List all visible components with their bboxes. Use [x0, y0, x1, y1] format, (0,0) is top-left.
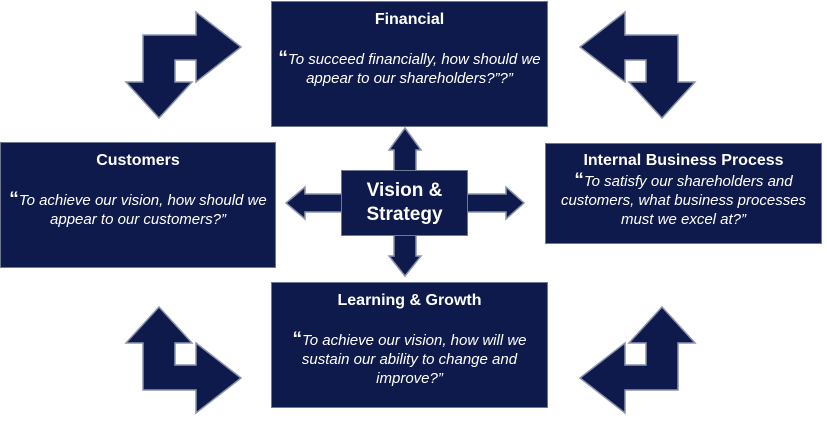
learning-question: “To achieve our vision, how will we sust…: [272, 330, 547, 388]
internal-title: Internal Business Process: [583, 152, 784, 169]
learning-question-text: To achieve our vision, how will we susta…: [301, 332, 527, 387]
vision-label-line2: Strategy: [366, 204, 443, 225]
customers-title: Customers: [96, 152, 180, 169]
financial-quote-mark: “: [278, 48, 288, 69]
center-arrow-right: [465, 185, 526, 221]
vision-strategy-box: Vision & Strategy: [341, 170, 468, 236]
bent-arrow-top-left: [124, 10, 243, 120]
internal-quote-mark: “: [574, 170, 584, 191]
bent-arrow-bottom-right: [578, 305, 697, 415]
financial-question-text: To succeed financially, how should we ap…: [287, 51, 541, 87]
internal-business-process-box: Internal Business Process “To satisfy ou…: [545, 143, 822, 244]
financial-box: Financial “To succeed financially, how s…: [271, 1, 548, 127]
center-arrow-left: [284, 185, 344, 221]
learning-quote-mark: “: [292, 329, 302, 350]
internal-question: “To satisfy our shareholders and custome…: [546, 171, 821, 229]
learning-growth-box: Learning & Growth “To achieve our vision…: [271, 282, 548, 408]
financial-title: Financial: [374, 11, 445, 28]
financial-question: “To succeed financially, how should we a…: [272, 49, 547, 88]
bent-arrow-bottom-left: [124, 305, 243, 415]
bent-arrow-top-right: [578, 10, 697, 120]
vision-label-line1: Vision &: [366, 180, 443, 201]
customers-box: Customers “To achieve our vision, how sh…: [0, 142, 276, 268]
center-arrow-up: [387, 126, 423, 173]
learning-title: Learning & Growth: [337, 292, 482, 309]
customers-question: “To achieve our vision, how should we ap…: [1, 190, 275, 229]
customers-quote-mark: “: [9, 189, 19, 210]
customers-question-text: To achieve our vision, how should we app…: [18, 192, 267, 228]
center-arrow-down: [387, 233, 423, 278]
internal-question-text: To satisfy our shareholders and customer…: [560, 173, 807, 228]
